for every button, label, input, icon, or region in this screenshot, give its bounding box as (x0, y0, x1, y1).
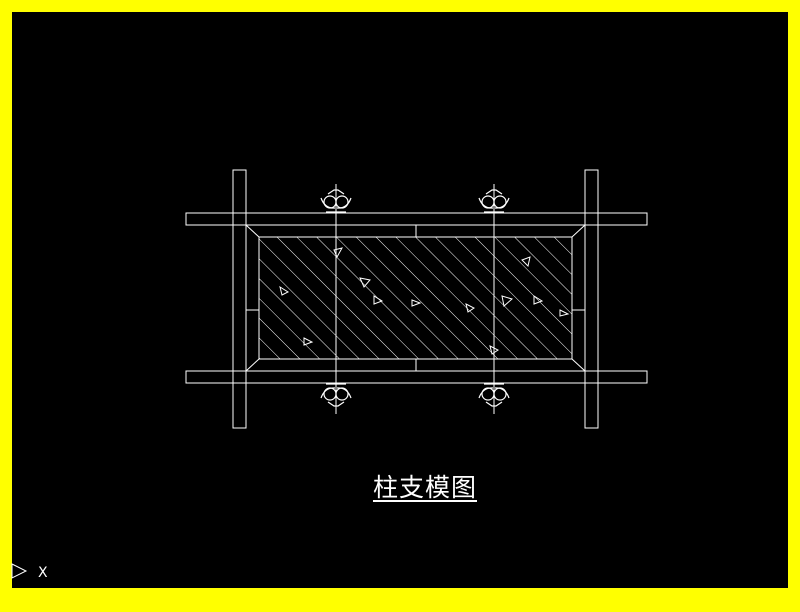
clamp-fitting-top-right (478, 189, 510, 213)
clamp-fitting-top-left (320, 189, 352, 213)
drawing-title: 柱支模图 (372, 473, 477, 502)
bottom-waler (185, 370, 648, 384)
column-formwork-drawing (185, 169, 648, 429)
clamp-fitting-bottom-left (320, 383, 352, 407)
clamp-fitting-bottom-right (478, 383, 510, 407)
top-waler (185, 212, 648, 226)
column-section (258, 236, 573, 360)
right-vertical-post (584, 169, 599, 429)
ucs-axis-label: X (38, 565, 48, 581)
ucs-axis-icon: X (11, 563, 48, 581)
left-vertical-post (232, 169, 247, 429)
aggregate-marks (279, 247, 570, 355)
